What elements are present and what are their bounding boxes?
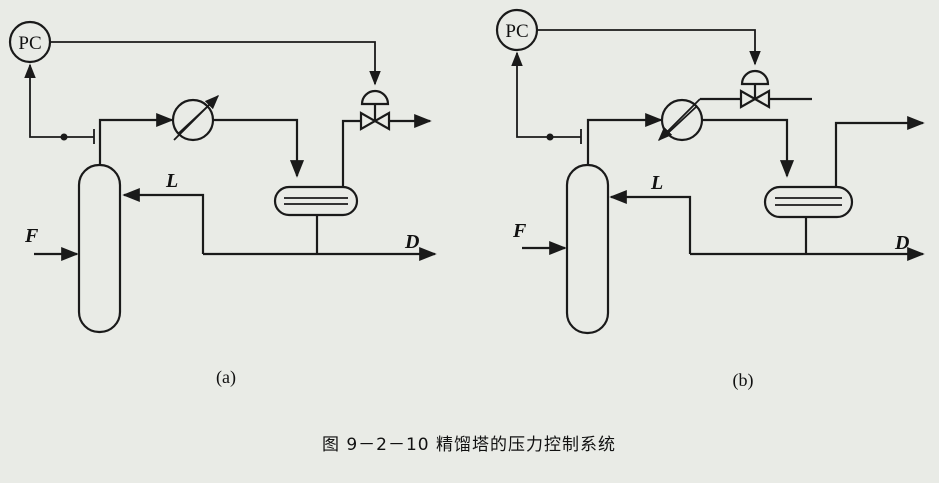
control-valve-a <box>359 89 391 131</box>
sublabel-b: (b) <box>733 370 754 391</box>
pc-label-b: PC <box>505 21 528 42</box>
reflux-drum-b <box>763 185 854 219</box>
measurement-line-b <box>511 51 581 138</box>
control-signal-b <box>537 29 761 66</box>
diagram-b: F L D PC <box>495 8 925 391</box>
reflux-drum-a <box>273 185 359 217</box>
condenser-a <box>171 94 220 142</box>
reflux-line-b <box>609 189 692 254</box>
reflux-line-a <box>122 187 205 254</box>
vapor-line-a <box>98 118 163 165</box>
distillation-column-b <box>565 163 610 335</box>
vent-line-b <box>834 115 925 187</box>
distillation-column-a <box>77 163 122 334</box>
distillate-label-a: D <box>404 231 419 253</box>
distillate-label-b: D <box>894 232 909 254</box>
pc-label-a: PC <box>18 33 41 54</box>
control-valve-b <box>739 69 771 109</box>
measurement-line-a <box>24 63 94 138</box>
vent-line-a <box>341 119 361 187</box>
condenser-b <box>657 98 704 142</box>
control-signal-a <box>50 41 381 86</box>
feed-label-a: F <box>24 225 39 247</box>
sublabel-a: (a) <box>216 367 236 388</box>
reflux-label-a: L <box>165 170 178 192</box>
reflux-label-b: L <box>650 172 663 194</box>
feed-label-b: F <box>512 220 527 242</box>
figure-caption: 图 9－2－10 精馏塔的压力控制系统 <box>322 435 616 455</box>
diagram-a: F L D PC <box>8 20 437 388</box>
vapor-line-b <box>586 118 652 165</box>
